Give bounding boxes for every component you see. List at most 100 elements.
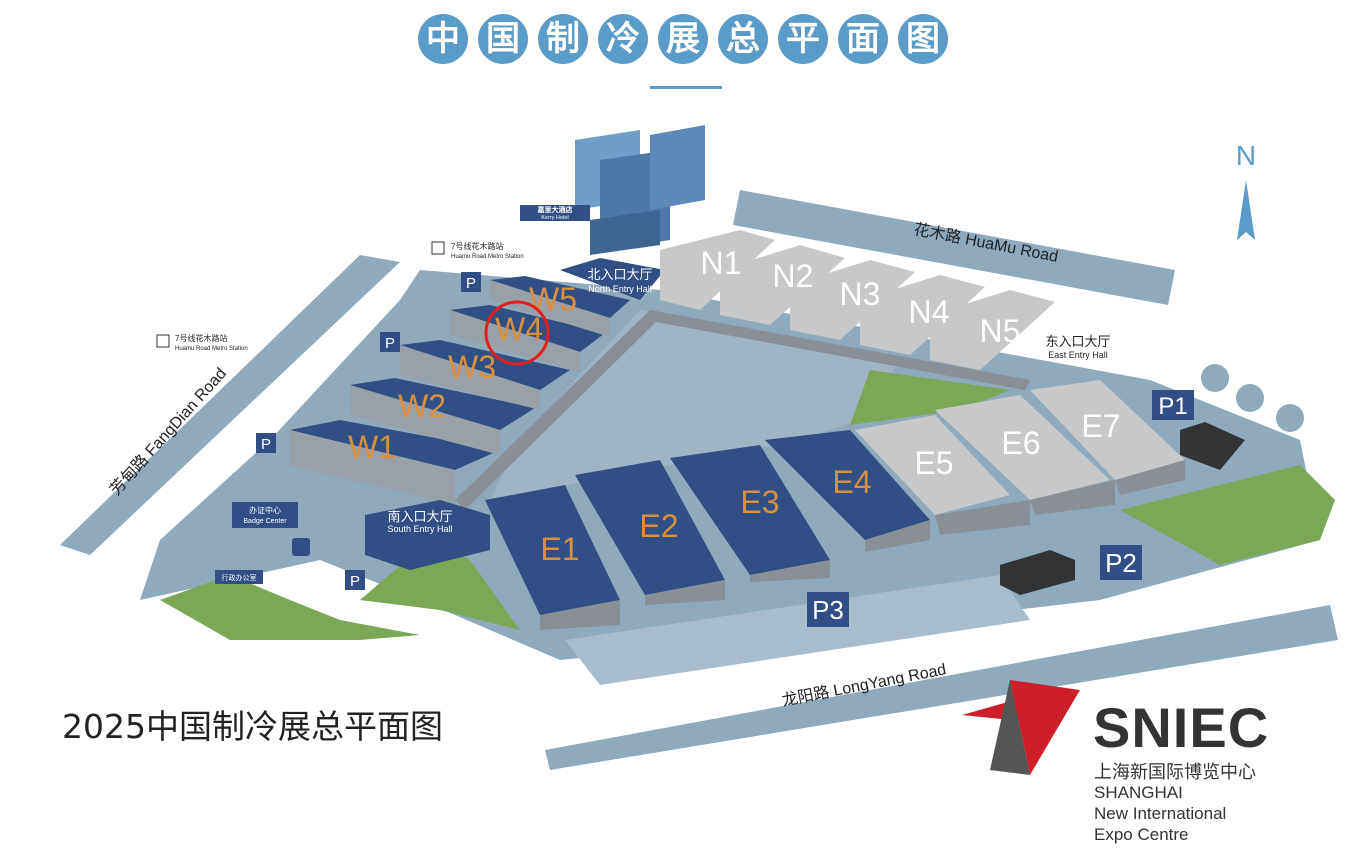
hall-e6	[935, 395, 1110, 500]
hall-w4	[450, 305, 605, 352]
hall-e3	[670, 445, 830, 575]
p-small: P	[385, 335, 395, 352]
badge-center-label-bg	[232, 502, 298, 528]
walkway	[645, 310, 1030, 390]
hall-e4	[765, 430, 930, 540]
grass-area	[360, 540, 520, 630]
hall-e7	[1030, 380, 1185, 480]
label-e5: E5	[914, 445, 953, 481]
p-small: P	[466, 275, 476, 292]
title-char: 中	[418, 14, 468, 64]
hall-e5	[855, 415, 1010, 515]
title-char: 展	[658, 14, 708, 64]
p-small: P	[350, 573, 360, 590]
title-char: 面	[838, 14, 888, 64]
metro-label-cn: 7号线花木路站	[451, 241, 503, 251]
taxi-icon	[292, 538, 310, 556]
roundabout	[1236, 384, 1264, 412]
metro-icon	[431, 241, 445, 255]
e-halls-grey	[855, 380, 1185, 535]
hall-w1	[290, 420, 500, 470]
logo-en-line: SHANGHAI	[1094, 783, 1183, 802]
badge-center-en: Badge Center	[243, 518, 287, 525]
hotel-label-en: Kerry Hotel	[541, 215, 569, 221]
metro-label-cn: 7号线花木路站	[175, 333, 227, 343]
metro-label-en: Huamu Road Metro Station	[451, 254, 524, 260]
p3-lot	[565, 575, 1030, 685]
walkway	[455, 310, 660, 510]
north-entry-hall	[560, 258, 665, 300]
title-underline	[650, 86, 722, 89]
sniec-logo-cn: 上海新国际博览中心	[1094, 762, 1256, 783]
p2-marker	[1100, 545, 1142, 580]
p3-marker	[807, 592, 849, 627]
w4-highlight-circle	[484, 300, 550, 366]
longyang-road	[545, 605, 1338, 770]
bottom-title: 2025中国制冷展总平面图	[62, 707, 443, 746]
east-entry-en: East Entry Hall	[1048, 350, 1108, 360]
small-parking-markers: P P P P	[256, 272, 481, 590]
w-halls	[290, 276, 630, 505]
east-entry-cn: 东入口大厅	[1045, 334, 1110, 349]
label-e1: E1	[540, 531, 579, 567]
sniec-logo-text: SNIEC	[1093, 696, 1270, 759]
p-small: P	[261, 436, 271, 453]
hall-n3	[790, 260, 915, 340]
huamu-road	[733, 190, 1175, 305]
title-char: 冷	[598, 14, 648, 64]
north-entry-en: North Entry Hall	[588, 284, 652, 294]
kerry-hotel-building	[575, 125, 705, 255]
label-n4: N4	[909, 294, 950, 330]
logo-en-line: New International	[1094, 804, 1227, 823]
title-char: 图	[898, 14, 948, 64]
hall-n4	[860, 275, 985, 355]
fangdian-road	[60, 255, 400, 555]
p2-structure	[1000, 550, 1075, 595]
central-plaza	[490, 310, 900, 500]
label-w5: W5	[529, 281, 577, 317]
label-e7: E7	[1081, 408, 1120, 444]
metro-label-en: Huamu Road Metro Station	[175, 346, 248, 352]
hall-w2	[350, 378, 535, 430]
hall-n2	[720, 245, 845, 325]
title-char: 总	[718, 14, 768, 64]
p1-label: P1	[1158, 393, 1187, 420]
label-e3: E3	[740, 484, 779, 520]
page-title: 中 国 制 冷 展 总 平 面 图	[0, 14, 1352, 68]
label-n1: N1	[701, 245, 742, 281]
hotel-label-cn: 嘉里大酒店	[537, 205, 573, 214]
p2-label: P2	[1105, 548, 1137, 578]
hall-n1	[660, 230, 775, 310]
label-e6: E6	[1001, 425, 1040, 461]
south-entry-hall	[365, 500, 490, 570]
office-label-bg	[215, 570, 263, 584]
south-entry-cn: 南入口大厅	[387, 509, 452, 524]
hall-n5	[930, 290, 1055, 370]
hall-e1	[485, 485, 620, 615]
e-halls	[485, 430, 930, 630]
label-w1: W1	[348, 429, 396, 465]
badge-center-cn: 办证中心	[249, 505, 281, 515]
metro-icon	[156, 334, 170, 348]
south-entry-en: South Entry Hall	[387, 524, 452, 534]
sniec-logo-icon	[962, 680, 1080, 775]
label-w3: W3	[448, 349, 496, 385]
label-w4: W4	[495, 311, 543, 347]
north-arrow-icon	[1237, 180, 1255, 240]
roundabout	[1201, 364, 1229, 392]
title-char: 平	[778, 14, 828, 64]
roundabout	[1276, 404, 1304, 432]
grass-area	[1120, 465, 1335, 565]
label-e4: E4	[832, 464, 871, 500]
grass-area	[160, 575, 420, 640]
p1-marker	[1152, 390, 1194, 420]
logo-en-line: Expo Centre	[1094, 825, 1189, 844]
p1-structure	[1180, 422, 1245, 470]
hall-w3	[400, 340, 570, 390]
label-n2: N2	[773, 258, 814, 294]
office-label: 行政办公室	[222, 573, 257, 582]
north-label: N	[1236, 140, 1256, 171]
label-e2: E2	[639, 508, 678, 544]
label-n5: N5	[980, 313, 1021, 349]
